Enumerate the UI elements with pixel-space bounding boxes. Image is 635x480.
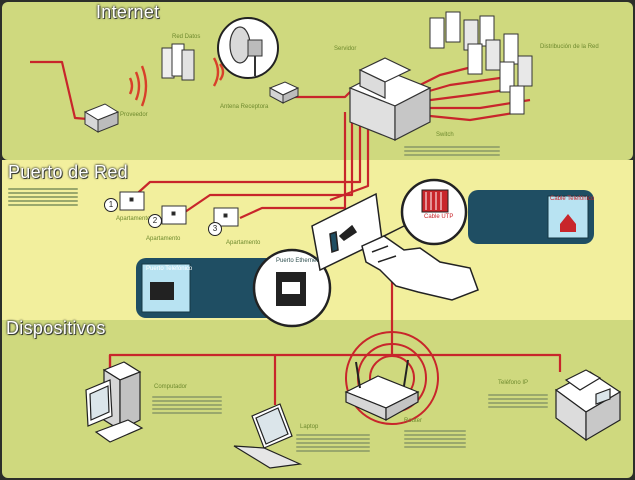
- label-computador: Computador: [154, 384, 188, 390]
- phone-icon: [554, 369, 622, 442]
- wifi-signal-icon: [128, 57, 225, 107]
- apartment-number-2: 2: [148, 214, 162, 228]
- label-cable-telefonico: Cable Telefónico: [550, 196, 595, 202]
- apartment-number-1: 1: [104, 198, 118, 212]
- distribution-servers-icon: [429, 11, 533, 115]
- label-apartamento-1: Apartamento: [116, 216, 151, 222]
- apartment-number-3: 3: [208, 222, 222, 236]
- provider-modem-icon: [83, 103, 120, 133]
- section-title-dispositivos: Dispositivos: [6, 318, 106, 338]
- switch-blurb: [404, 146, 500, 158]
- router-icon: [344, 359, 420, 422]
- label-cable-utp: Cable UTP: [424, 214, 454, 220]
- satellite-dish-icon: [217, 17, 279, 79]
- label-apartamento-3: Apartamento: [226, 240, 261, 246]
- label-servidor: Servidor: [334, 46, 357, 52]
- label-puerto-ethernet: Puerto Ethernet: [276, 258, 319, 264]
- label-switch: Switch: [436, 132, 454, 138]
- label-antena: Antena Receptora: [220, 104, 269, 110]
- cable-utp-icon: [375, 178, 468, 246]
- server-icon: [161, 43, 195, 81]
- ethernet-port-icon: [252, 248, 332, 328]
- router-blurb: [404, 430, 466, 450]
- label-router: Router: [404, 418, 423, 424]
- section-title-internet: Internet: [96, 2, 160, 22]
- laptop-icon: [233, 403, 303, 469]
- label-puerto-telefonico: Puerto Telefónico: [146, 266, 193, 272]
- label-telefono: Teléfono IP: [498, 380, 529, 386]
- apartment-sockets: [119, 191, 239, 227]
- label-laptop: Laptop: [300, 424, 319, 430]
- label-apartamento-2: Apartamento: [146, 236, 181, 242]
- label-red-datos: Red Datos: [172, 34, 201, 40]
- hand-icon: [361, 235, 479, 301]
- dispositivos-section-bg: [2, 320, 633, 478]
- telefono-blurb: [488, 394, 548, 410]
- computer-icon: [85, 361, 144, 443]
- puerto-telefonico-panel: [136, 258, 288, 318]
- antenna-receiver-icon: [268, 81, 300, 104]
- cable-telefonico-panel: [468, 190, 594, 244]
- computador-blurb: [152, 396, 222, 416]
- switch-icon: [348, 57, 432, 141]
- internet-section-bg: [2, 2, 633, 160]
- section-title-puerto-de-red: Puerto de Red: [8, 162, 128, 182]
- puerto-blurb: [8, 188, 78, 208]
- laptop-blurb: [296, 434, 370, 454]
- label-distribucion: Distribución de la Red: [540, 44, 599, 50]
- label-proveedor: Proveedor: [120, 112, 148, 118]
